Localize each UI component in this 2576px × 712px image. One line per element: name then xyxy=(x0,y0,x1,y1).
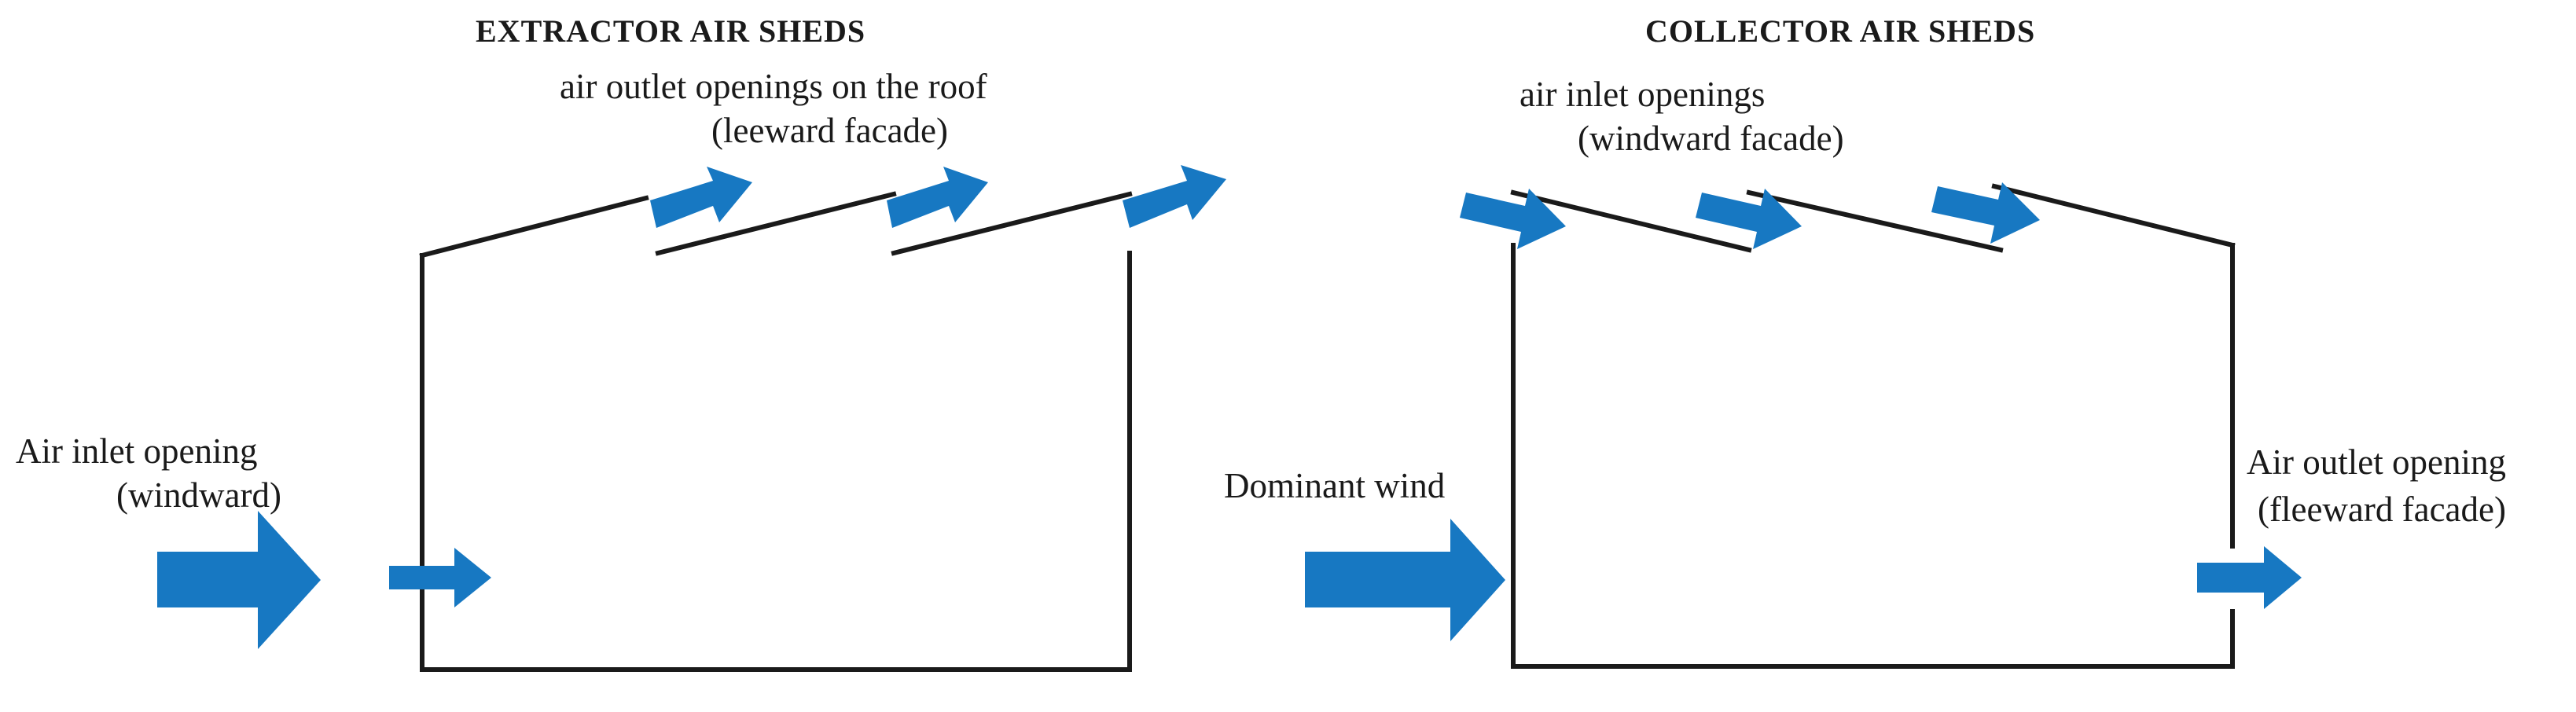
collector-outlet-label-line1: Air outlet opening xyxy=(2247,442,2506,482)
extractor-roof-segment-1 xyxy=(419,195,649,259)
extractor-roof-label-line2: (leeward facade) xyxy=(711,111,949,150)
collector-roof-inlet-arrow-1 xyxy=(1460,189,1566,249)
collector-title: COLLECTOR AIR SHEDS xyxy=(1645,13,2036,49)
extractor-roof-outlet-arrow-3 xyxy=(1123,165,1226,228)
extractor-roof-outlet-arrow-2 xyxy=(887,167,988,228)
collector-roof-inlet-arrow-3 xyxy=(1931,182,2040,244)
extractor-building-outline xyxy=(419,191,1133,672)
collector-roof-label-line2: (windward facade) xyxy=(1578,119,1844,158)
collector-outlet-label-line2: (fleeward facade) xyxy=(2258,490,2506,529)
air-flow-arrows xyxy=(157,165,2302,649)
extractor-roof-segment-3 xyxy=(891,191,1133,256)
collector-roof-segment-1 xyxy=(1510,189,1752,253)
extractor-inlet-label-line1: Air inlet opening xyxy=(16,431,258,471)
extractor-roof-segment-2 xyxy=(655,191,897,256)
dominant-wind-label: Dominant wind xyxy=(1224,466,1446,505)
extractor-roof-label-line1: air outlet openings on the roof xyxy=(560,67,987,106)
collector-roof-segment-3 xyxy=(1991,183,2236,248)
collector-outlet-arrow xyxy=(2197,546,2302,609)
windward-inlet-large-arrow xyxy=(157,511,321,649)
extractor-title: EXTRACTOR AIR SHEDS xyxy=(476,13,866,49)
collector-roof-segment-2 xyxy=(1746,189,2004,253)
extractor-inlet-arrow xyxy=(389,548,491,607)
extractor-roof-outlet-arrow-1 xyxy=(650,167,752,228)
collector-building-outline xyxy=(1510,183,2236,669)
extractor-inlet-label-line2: (windward) xyxy=(116,475,281,515)
dominant-wind-large-arrow xyxy=(1305,519,1505,641)
collector-roof-label-line1: air inlet openings xyxy=(1520,75,1766,114)
collector-roof-inlet-arrow-2 xyxy=(1696,189,1802,249)
